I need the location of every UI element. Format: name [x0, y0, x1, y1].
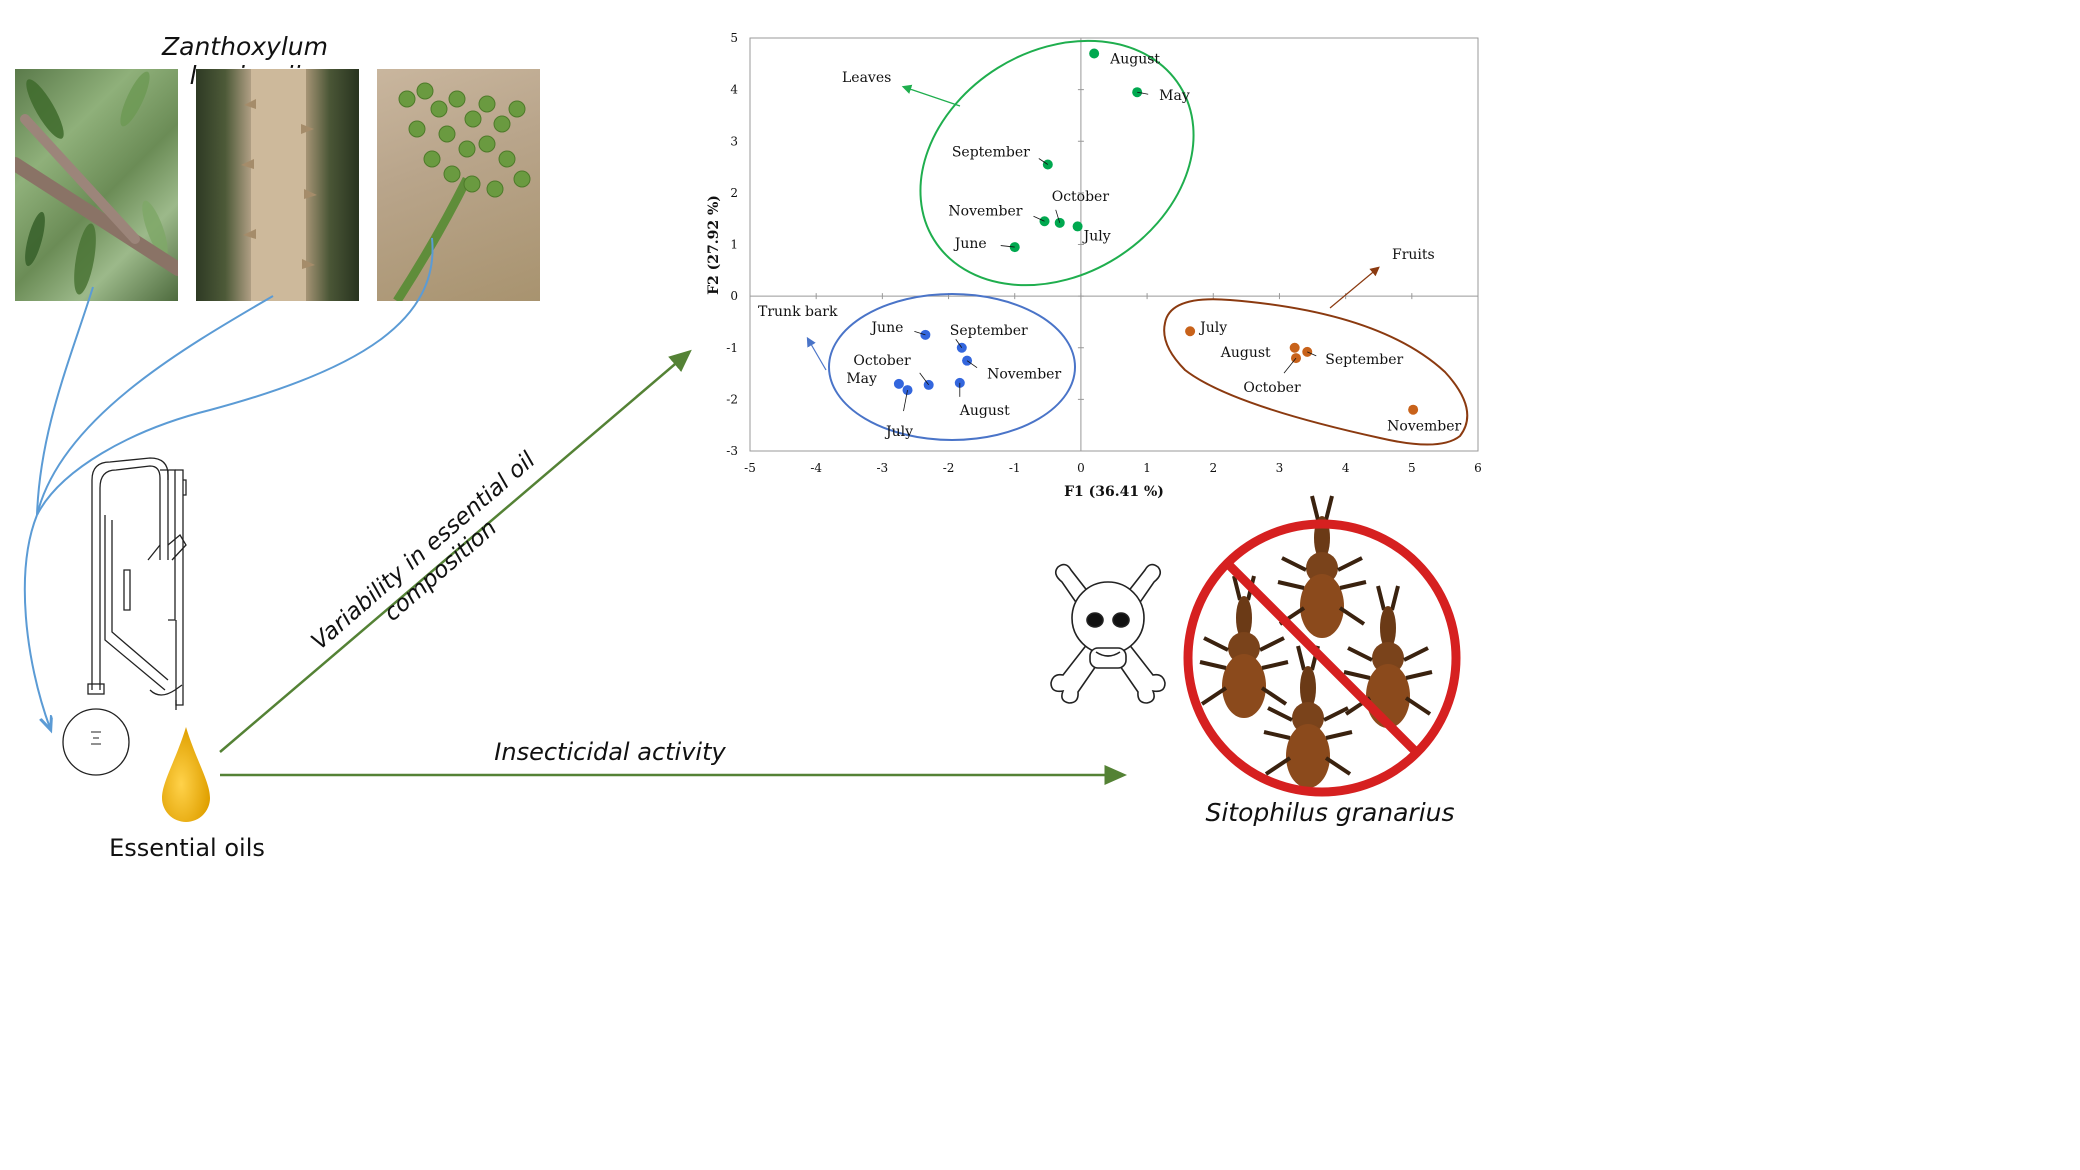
point-leader-line: [1283, 357, 1297, 374]
leaves-point-label: November: [948, 203, 1022, 219]
fruits-point-july: [1185, 326, 1196, 337]
skull-and-crossbones-icon: [1050, 563, 1166, 704]
point-leader-line: [955, 339, 963, 348]
trunk-bark-group-label: Trunk bark: [758, 304, 838, 320]
leaves-point-label: October: [1052, 189, 1110, 205]
x-tick-label: -3: [877, 461, 889, 475]
y-tick-label: 5: [730, 31, 738, 45]
graphical-abstract: Zanthoxylum leprieurii: [15, 31, 1482, 862]
fruits-point-label: October: [1243, 380, 1301, 396]
leaves-group-arrow: [901, 84, 961, 107]
plot-frame: [749, 37, 1479, 452]
point-leader-line: [914, 330, 926, 336]
x-axis-label: F1 (36.41 %): [1064, 484, 1164, 500]
leaves-point-august: [1089, 48, 1100, 59]
point-leader-line: [1307, 351, 1317, 357]
y-tick-label: 2: [730, 186, 738, 200]
leaves-point-july: [1072, 221, 1083, 232]
fruits-group-label: Fruits: [1392, 247, 1435, 263]
trunk-bark-point-label: June: [869, 320, 903, 336]
fruits-group-arrow: [1329, 266, 1380, 309]
fruits-cluster-ellipse: [1163, 298, 1469, 446]
fruits-point-label: August: [1220, 345, 1271, 361]
trunk-bark-point-label: September: [950, 323, 1028, 339]
leaves-point-label: July: [1082, 228, 1111, 244]
leaves-point-label: May: [1159, 88, 1190, 104]
trunk-bark-point-may: [893, 378, 904, 389]
leaves-photo: [15, 69, 178, 301]
y-tick-label: -3: [726, 444, 738, 458]
point-leader-line: [1055, 209, 1061, 223]
x-tick-label: 0: [1077, 461, 1085, 475]
flow-layer: [23, 237, 1461, 822]
point-leader-line: [1137, 91, 1149, 95]
point-leader-line: [966, 360, 978, 368]
essential-oils-label: Essential oils: [109, 834, 265, 862]
y-axis-label: F2 (27.92 %): [706, 195, 722, 295]
x-tick-label: -4: [810, 461, 822, 475]
point-leader-line: [1038, 158, 1049, 165]
y-tick-label: 3: [730, 134, 738, 148]
fruits-point-label: November: [1387, 419, 1461, 435]
x-tick-label: -2: [943, 461, 955, 475]
y-tick-label: -2: [726, 392, 738, 406]
y-tick-label: -1: [726, 341, 738, 355]
fruits-point-august: [1289, 342, 1300, 353]
leaves-group-label: Leaves: [842, 70, 891, 86]
fruits-point-label: September: [1325, 352, 1403, 368]
y-tick-label: 1: [730, 238, 738, 252]
point-leader-line: [903, 390, 908, 412]
leaves-point-label: September: [952, 144, 1030, 160]
source-flow-arrows: [23, 237, 434, 728]
x-tick-label: -5: [744, 461, 756, 475]
oil-drop-icon: [162, 727, 210, 822]
weevil-icon: [1199, 495, 1433, 788]
x-tick-label: 1: [1143, 461, 1151, 475]
target-insect-label: Sitophilus granarius: [1205, 798, 1455, 827]
y-tick-label: 0: [730, 289, 738, 303]
trunk-bark-point-label: November: [987, 367, 1061, 383]
x-tick-label: 3: [1276, 461, 1284, 475]
x-tick-label: 4: [1342, 461, 1350, 475]
leaves-cluster-ellipse: [919, 39, 1195, 287]
fruits-point-label: July: [1198, 320, 1227, 336]
trunk-bark-point-label: October: [853, 353, 911, 369]
trunk-bark-point-label: May: [846, 371, 877, 387]
x-tick-label: 6: [1474, 461, 1482, 475]
x-tick-label: 2: [1209, 461, 1217, 475]
leaves-point-label: August: [1109, 51, 1160, 67]
fruits-point-november: [1408, 404, 1419, 415]
point-leader-line: [1000, 245, 1015, 248]
trunk-bark-point-label: July: [884, 424, 913, 440]
clevenger-apparatus-icon: [62, 457, 187, 776]
trunk-bark-cluster-ellipse: [828, 293, 1076, 441]
trunk-bark-photo: [196, 69, 359, 301]
pca-scatter-chart: -5 -4 -3 -2 -1 0 1 2 3 4 5 6 -3 -2 -1 0 1 2 3 4 5 Leaves Tru…: [706, 31, 1482, 500]
x-tick-label: -1: [1009, 461, 1021, 475]
leaves-point-label: June: [953, 236, 987, 252]
point-leader-line: [919, 372, 930, 386]
x-tick-label: 5: [1408, 461, 1416, 475]
prohibition-sign-icon: [1183, 495, 1461, 797]
trunk-bark-point-label: August: [959, 403, 1010, 419]
y-tick-label: 4: [730, 83, 738, 97]
point-leader-line: [1033, 215, 1045, 222]
trunk-bark-group-arrow: [806, 336, 827, 371]
variability-arrow: [219, 349, 692, 753]
insecticidal-activity-label: Insecticidal activity: [494, 738, 726, 766]
fruits-photo: [377, 69, 540, 301]
